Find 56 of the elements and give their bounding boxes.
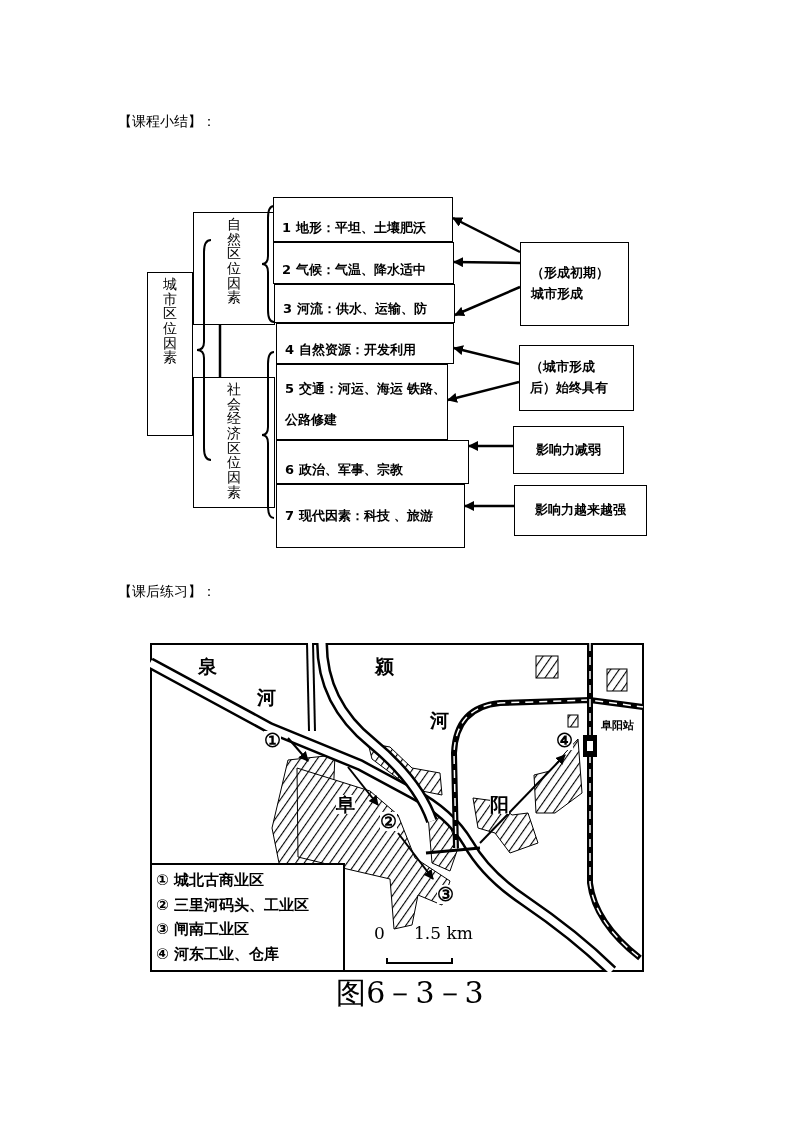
- legend-text: ③ 闸南工业区: [156, 920, 250, 940]
- node-label: 自然区位因素: [227, 217, 241, 306]
- factor-box: [276, 484, 465, 548]
- node-label: 城市区位因素: [163, 277, 177, 366]
- factor-box: [273, 242, 454, 284]
- note-box: [519, 345, 634, 411]
- map-label: ④: [556, 731, 573, 750]
- map-label: ②: [380, 812, 397, 831]
- note-box: [520, 242, 629, 326]
- category-box: [147, 272, 193, 436]
- factor-box: [276, 440, 469, 484]
- note-text: （城市形成后）始终具有: [530, 358, 609, 397]
- note-text: （形成初期）城市形成: [531, 264, 610, 303]
- factor-box: [276, 364, 448, 440]
- map-label: 河: [257, 688, 276, 707]
- factor-box: [273, 197, 453, 242]
- note-box: [513, 426, 624, 474]
- arrow: [468, 441, 513, 451]
- arrow: [447, 380, 520, 403]
- factor-text: 4 自然资源：开发利用: [285, 342, 416, 359]
- map-label: 河: [430, 711, 449, 730]
- arrow: [454, 285, 521, 317]
- arrow: [453, 345, 520, 366]
- category-box: [193, 377, 275, 508]
- map-label: 阜阳站: [601, 720, 634, 731]
- map-label: 阜: [336, 795, 355, 814]
- arrow: [453, 257, 520, 268]
- factor-box: [274, 284, 455, 323]
- scale-label: 0: [374, 925, 385, 942]
- note-box: [514, 485, 647, 536]
- factor-text: 5 交通：河运、海运 铁路、公路修建: [285, 379, 447, 429]
- legend-text: ② 三里河码头、工业区: [156, 895, 310, 915]
- figure-caption: 图6－3－3: [335, 975, 485, 1011]
- connector-line: [218, 325, 222, 377]
- arrow: [452, 216, 521, 254]
- factor-box: [276, 323, 454, 364]
- legend-text: ④ 河东工业、仓库: [156, 945, 280, 965]
- map-label: ①: [264, 731, 281, 750]
- note-text: 影响力减弱: [536, 440, 601, 459]
- arrow: [464, 501, 514, 511]
- factor-text: 1 地形：平坦、土壤肥沃: [282, 220, 426, 237]
- map-label: ③: [437, 885, 454, 904]
- map-label: 阳: [490, 795, 509, 814]
- map-label: 泉: [198, 657, 217, 676]
- note-text: 影响力越来越强: [535, 501, 626, 520]
- section-heading: 【课程小结】：: [118, 113, 216, 131]
- node-label: 社会经济区位因素: [227, 382, 241, 500]
- scale-label: 1.5 km: [414, 925, 473, 942]
- section-heading: 【课后练习】：: [118, 583, 216, 601]
- factor-text: 2 气候：气温、降水适中: [282, 262, 426, 279]
- factor-text: 3 河流：供水、运输、防: [283, 301, 427, 318]
- legend-text: ① 城北古商业区: [156, 870, 265, 890]
- factor-text: 6 政治、军事、宗教: [285, 462, 403, 479]
- factor-text: 7 现代因素：科技 、旅游: [285, 507, 434, 525]
- map-label: 颍: [375, 657, 394, 676]
- category-box: [193, 212, 275, 325]
